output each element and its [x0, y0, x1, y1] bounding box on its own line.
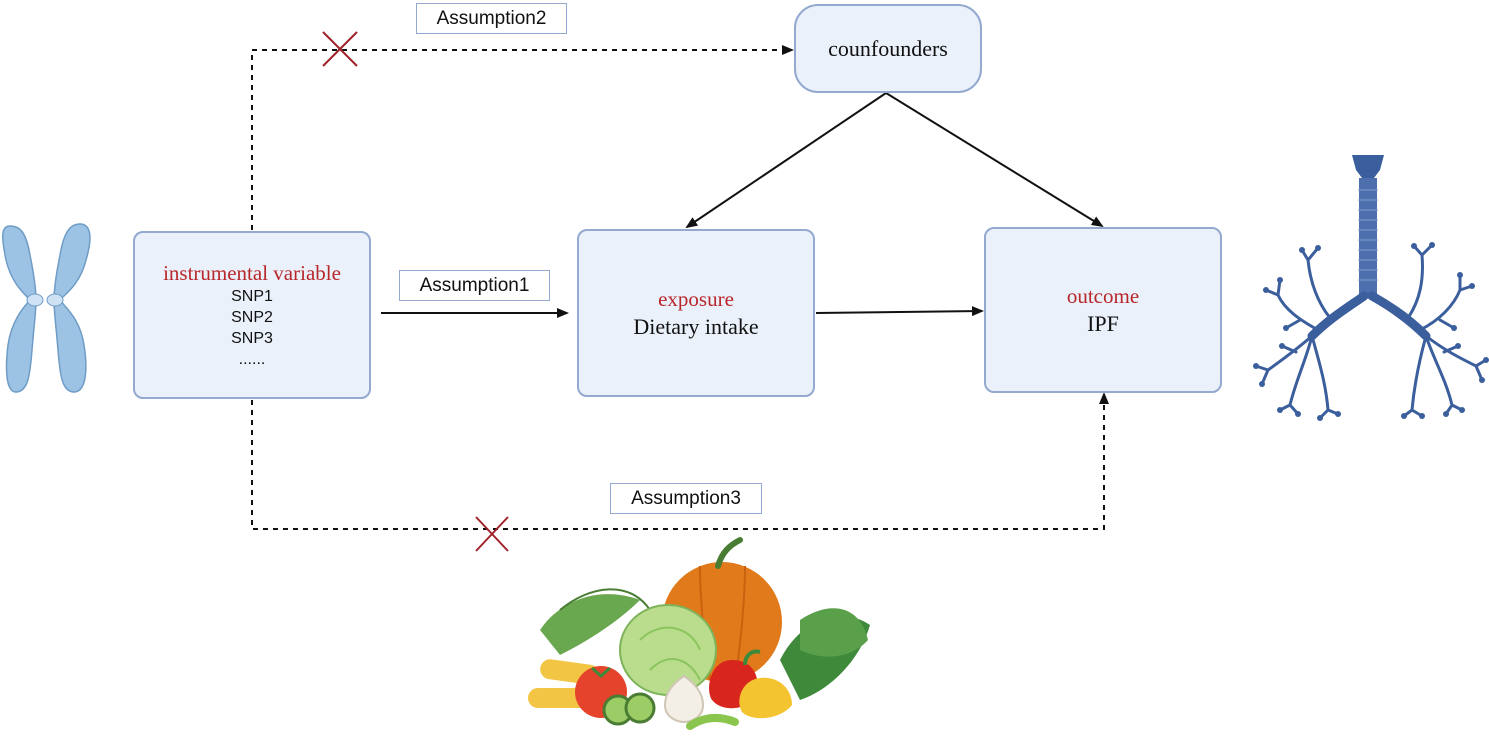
- lungs-icon: [1253, 155, 1489, 421]
- snp-item: SNP2: [231, 309, 273, 326]
- snp-item: SNP1: [231, 288, 273, 305]
- instrument-title: instrumental variable: [163, 261, 341, 285]
- assumption3-label: Assumption3: [610, 483, 762, 514]
- confounders-box: counfounders: [794, 4, 982, 93]
- outcome-subtitle: IPF: [1087, 311, 1119, 336]
- arrow-exposure-to-outcome: [815, 306, 984, 317]
- assumption2-path: [251, 45, 794, 230]
- assumption1-label: Assumption1: [399, 270, 550, 301]
- exposure-title: exposure: [658, 287, 734, 311]
- exposure-box: exposure Dietary intake: [577, 229, 815, 397]
- assumption3-path: [251, 392, 1109, 530]
- cross-mark-icon: [475, 516, 509, 552]
- chromosome-icon: [2, 223, 91, 393]
- arrow-confounders-to-exposure: [685, 92, 887, 229]
- vegetables-icon: [528, 537, 870, 730]
- outcome-box: outcome IPF: [984, 227, 1222, 393]
- outcome-title: outcome: [1066, 284, 1140, 308]
- instrument-box: instrumental variable SNP1 SNP2 SNP3 ...…: [133, 231, 371, 399]
- snp-item: SNP3: [231, 330, 273, 347]
- exposure-subtitle: Dietary intake: [633, 314, 759, 339]
- confounders-label: counfounders: [828, 35, 948, 61]
- snp-item: ......: [238, 351, 266, 368]
- assumption2-label: Assumption2: [416, 3, 567, 34]
- arrow-confounders-to-outcome: [885, 92, 1104, 228]
- cross-mark-icon: [322, 31, 358, 67]
